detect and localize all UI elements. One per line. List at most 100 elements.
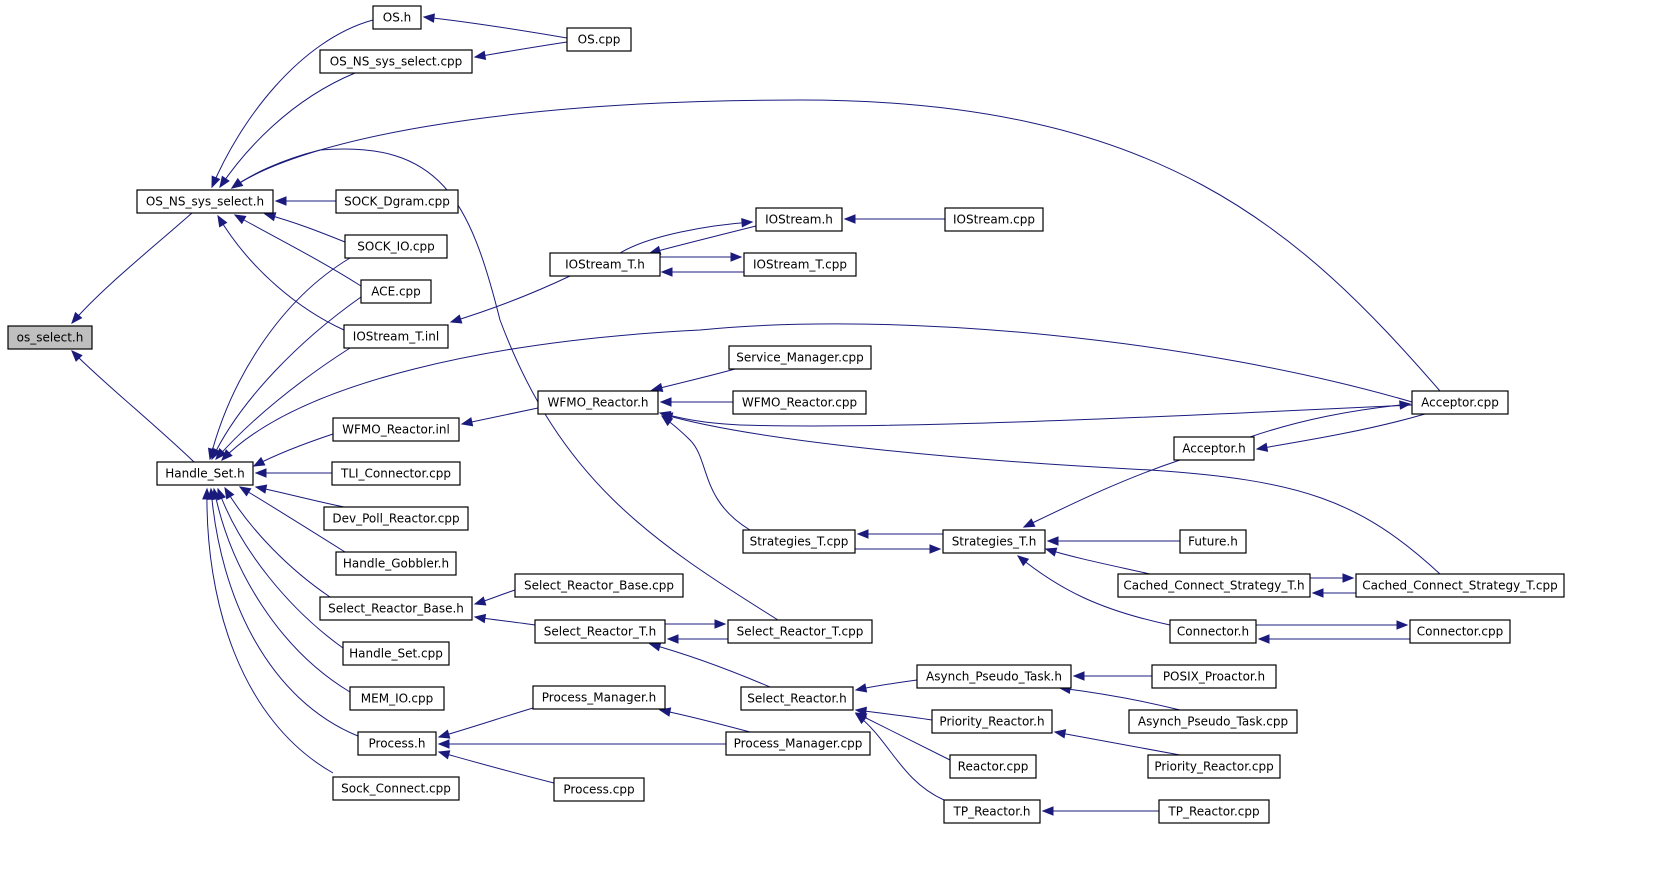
node-strategies-t-cpp[interactable]: Strategies_T.cpp [742, 529, 856, 554]
node-label: OS_NS_sys_select.cpp [330, 55, 463, 69]
node-box [742, 529, 856, 554]
node-box [532, 685, 666, 710]
node-label: Strategies_T.cpp [750, 535, 849, 549]
node-acceptor-cpp[interactable]: Acceptor.cpp [1411, 390, 1509, 415]
node-sock-connect-cpp[interactable]: Sock_Connect.cpp [332, 776, 460, 801]
edge-line [219, 72, 356, 188]
node-tli-connector-cpp[interactable]: TLI_Connector.cpp [331, 461, 461, 486]
edge-arrowhead [233, 214, 247, 225]
node-label: Asynch_Pseudo_Task.h [926, 670, 1062, 684]
edge-Select_Reactor_T_cpp-to-Select_Reactor_T_h [666, 634, 729, 644]
node-box [1128, 709, 1298, 734]
edge-arrowhead [659, 397, 672, 407]
edge-line [213, 488, 351, 693]
node-box [728, 345, 872, 370]
node-handle-gobbler-h[interactable]: Handle_Gobbler.h [335, 551, 457, 576]
edge-IOStream_T_h-to-IOStream_T_inl [449, 275, 571, 324]
node-box [335, 189, 459, 214]
node-strategies-t-h[interactable]: Strategies_T.h [942, 529, 1046, 554]
edge-IOStream_T_cpp-to-IOStream_h [619, 218, 754, 254]
node-wfmo-reactor-h[interactable]: WFMO_Reactor.h [537, 390, 659, 415]
node-os-select-h: os_select.h [7, 325, 93, 350]
node-os-cpp[interactable]: OS.cpp [566, 27, 632, 52]
node-mem-io-cpp[interactable]: MEM_IO.cpp [349, 686, 445, 711]
edge-arrowhead [473, 613, 487, 624]
node-select-reactor-t-h[interactable]: Select_Reactor_T.h [534, 619, 666, 644]
node-process-h[interactable]: Process.h [357, 731, 437, 756]
node-os-ns-sys-select-h[interactable]: OS_NS_sys_select.h [136, 189, 274, 214]
node-wfmo-reactor-inl[interactable]: WFMO_Reactor.inl [332, 417, 460, 442]
node-select-reactor-base-cpp[interactable]: Select_Reactor_Base.cpp [514, 573, 684, 598]
node-select-reactor-t-cpp[interactable]: Select_Reactor_T.cpp [727, 619, 873, 644]
edge-Acceptor_h-to-Acceptor_cpp [1249, 400, 1412, 438]
edge-line [661, 415, 751, 531]
node-wfmo-reactor-cpp[interactable]: WFMO_Reactor.cpp [732, 390, 867, 415]
node-iostream-h[interactable]: IOStream.h [755, 207, 843, 232]
node-iostream-cpp[interactable]: IOStream.cpp [944, 207, 1044, 232]
node-sock-dgram-cpp[interactable]: SOCK_Dgram.cpp [335, 189, 459, 214]
node-handle-set-cpp[interactable]: Handle_Set.cpp [342, 641, 450, 666]
node-os-ns-sys-select-cpp[interactable]: OS_NS_sys_select.cpp [319, 49, 473, 74]
node-box [1355, 573, 1565, 598]
node-iostream-t-cpp[interactable]: IOStream_T.cpp [743, 252, 857, 277]
node-label: WFMO_Reactor.h [548, 396, 649, 410]
node-process-cpp[interactable]: Process.cpp [553, 777, 645, 802]
node-tp-reactor-h[interactable]: TP_Reactor.h [943, 799, 1041, 824]
node-ace-cpp[interactable]: ACE.cpp [360, 279, 432, 304]
edge-line [438, 707, 534, 738]
node-label: SOCK_IO.cpp [357, 240, 434, 254]
node-sock-io-cpp[interactable]: SOCK_IO.cpp [344, 234, 448, 259]
node-acceptor-h[interactable]: Acceptor.h [1173, 436, 1255, 461]
node-future-h[interactable]: Future.h [1179, 529, 1247, 554]
edge-IOStream_T_cpp-to-IOStream_T_h [660, 267, 744, 277]
edge-line [224, 487, 331, 598]
node-select-reactor-h[interactable]: Select_Reactor.h [740, 686, 854, 711]
node-os-h[interactable]: OS.h [372, 5, 422, 30]
node-service-manager-cpp[interactable]: Service_Manager.cpp [728, 345, 872, 370]
node-posix-proactor-h[interactable]: POSIX_Proactor.h [1151, 664, 1277, 689]
edge-line [71, 212, 193, 324]
node-reactor-cpp[interactable]: Reactor.cpp [949, 754, 1037, 779]
node-process-manager-h[interactable]: Process_Manager.h [532, 685, 666, 710]
node-box [1409, 619, 1511, 644]
edge-Acceptor_cpp-to-Handle_Set_h [221, 323, 1413, 461]
edge-TP_Reactor_cpp-to-TP_Reactor_h [1041, 806, 1159, 816]
node-box [332, 417, 460, 442]
edges-layer [71, 13, 1441, 816]
node-cached-connect-strategy-t-cpp[interactable]: Cached_Connect_Strategy_T.cpp [1355, 573, 1565, 598]
edge-Process_Manager_cpp-to-Process_h [437, 739, 726, 749]
node-tp-reactor-cpp[interactable]: TP_Reactor.cpp [1158, 799, 1270, 824]
edge-arrowhead [1311, 588, 1324, 598]
node-asynch-pseudo-task-h[interactable]: Asynch_Pseudo_Task.h [916, 664, 1072, 689]
edge-arrowhead [660, 267, 673, 277]
edge-OS_cpp-to-OS_NS_sys_select_cpp [473, 41, 568, 60]
node-label: OS.cpp [578, 33, 621, 47]
node-connector-h[interactable]: Connector.h [1169, 619, 1257, 644]
node-cached-connect-strategy-t-h[interactable]: Cached_Connect_Strategy_T.h [1117, 573, 1311, 598]
node-select-reactor-base-h[interactable]: Select_Reactor_Base.h [319, 596, 473, 621]
edge-arrowhead [854, 713, 868, 725]
edge-arrowhead [437, 729, 451, 739]
node-iostream-t-inl[interactable]: IOStream_T.inl [343, 324, 449, 349]
node-priority-reactor-cpp[interactable]: Priority_Reactor.cpp [1147, 754, 1281, 779]
node-box [1173, 436, 1255, 461]
node-label: Dev_Poll_Reactor.cpp [332, 512, 459, 526]
node-box [344, 234, 448, 259]
node-handle-set-h[interactable]: Handle_Set.h [156, 461, 254, 486]
node-priority-reactor-h[interactable]: Priority_Reactor.h [931, 709, 1053, 734]
edge-Connector_cpp-to-Connector_h [1257, 634, 1411, 644]
node-box [332, 776, 460, 801]
edge-arrowhead [219, 175, 230, 189]
node-connector-cpp[interactable]: Connector.cpp [1409, 619, 1511, 644]
edge-arrowhead [449, 314, 463, 324]
node-dev-poll-reactor-cpp[interactable]: Dev_Poll_Reactor.cpp [323, 506, 469, 531]
node-label: OS.h [383, 11, 411, 25]
edge-IOStream_T_inl-to-OS_NS_sys_select_h [217, 214, 345, 331]
edge-arrowhead [274, 196, 287, 206]
edge-Asynch_Pseudo_Task_h-to-Select_Reactor_h [854, 679, 918, 693]
node-iostream-t-h[interactable]: IOStream_T.h [549, 252, 661, 277]
edge-arrowhead [741, 218, 754, 228]
node-process-manager-cpp[interactable]: Process_Manager.cpp [725, 731, 871, 756]
node-box [1169, 619, 1257, 644]
node-asynch-pseudo-task-cpp[interactable]: Asynch_Pseudo_Task.cpp [1128, 709, 1298, 734]
